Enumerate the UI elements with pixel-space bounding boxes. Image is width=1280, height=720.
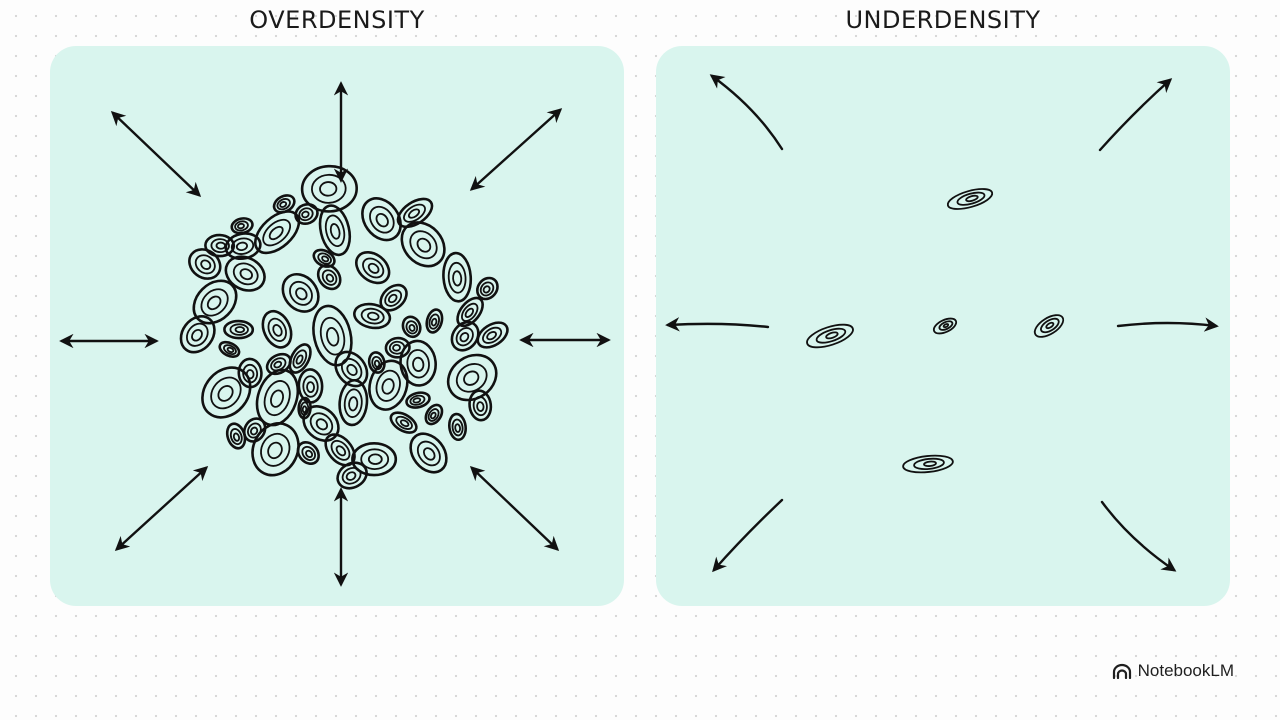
underdensity-diagram — [665, 74, 1219, 573]
underdensity-title: UNDERDENSITY — [845, 6, 1041, 34]
cluster-galaxy — [237, 357, 263, 389]
sparse-galaxy — [946, 188, 994, 210]
expansion-arrow-left — [665, 317, 770, 332]
cluster-galaxy — [448, 412, 467, 442]
expansion-arrow-right — [1116, 317, 1219, 332]
cluster-galaxy — [188, 248, 222, 280]
expansion-arrow-down-right — [1100, 500, 1177, 572]
cluster-galaxy — [336, 461, 368, 490]
cluster-galaxy — [296, 440, 320, 466]
cluster-galaxy — [242, 417, 267, 443]
cluster-galaxy — [468, 389, 493, 422]
cluster-galaxy — [312, 248, 336, 268]
cluster-galaxy — [446, 353, 498, 402]
expansion-arrow-up-right — [1098, 78, 1173, 152]
cluster-galaxy — [401, 315, 422, 339]
cluster-galaxy — [204, 233, 236, 258]
cluster-galaxy — [318, 204, 352, 257]
cluster-galaxy — [316, 263, 342, 291]
sparse-galaxy — [806, 323, 854, 349]
cluster-galaxy — [396, 197, 434, 229]
cluster-galaxy — [456, 296, 484, 328]
cluster-galaxy — [281, 272, 320, 313]
cluster-galaxy — [179, 315, 216, 354]
overdensity-diagram — [59, 81, 611, 587]
cluster-galaxy — [379, 283, 408, 312]
cluster-galaxy — [442, 251, 473, 303]
overdensity-panel — [50, 46, 624, 606]
expansion-arrow-up-right — [469, 108, 563, 191]
cluster-galaxy — [192, 279, 238, 325]
cluster-galaxy — [288, 343, 312, 374]
cluster-galaxy — [409, 432, 448, 474]
expansion-arrow-up-left — [110, 111, 202, 197]
cluster-galaxy — [297, 396, 312, 420]
brand-name: NotebookLM — [1137, 661, 1234, 680]
cluster-galaxy — [312, 304, 353, 367]
underdensity-panel — [656, 46, 1230, 606]
cluster-galaxy — [361, 197, 402, 242]
cluster-galaxy — [230, 217, 254, 235]
cluster-galaxy — [450, 320, 480, 352]
cluster-galaxy — [334, 350, 369, 388]
notebooklm-brand: NotebookLM — [1112, 660, 1234, 682]
cluster-galaxy — [254, 210, 301, 255]
cluster-galaxy — [351, 442, 398, 477]
notebooklm-logo-icon — [1112, 663, 1131, 679]
cluster-galaxy — [201, 366, 252, 419]
sparse-galaxy — [1033, 314, 1065, 338]
cluster-galaxy — [425, 308, 444, 334]
cluster-galaxy — [218, 340, 241, 358]
cluster-galaxy — [297, 368, 324, 404]
expansion-arrow-down-left — [114, 466, 209, 551]
cluster-galaxy — [353, 302, 392, 330]
cluster-galaxy — [384, 336, 411, 359]
galaxy-cluster — [179, 164, 509, 490]
sparse-galaxy — [902, 454, 954, 474]
cluster-galaxy — [367, 351, 386, 374]
cluster-galaxy — [300, 164, 358, 213]
cluster-galaxy — [405, 391, 431, 409]
overdensity-title: OVERDENSITY — [249, 6, 425, 34]
cluster-galaxy — [368, 359, 409, 411]
cluster-galaxy — [265, 352, 292, 376]
cluster-galaxy — [399, 339, 437, 387]
sparse-galaxy — [932, 317, 958, 335]
cluster-galaxy — [261, 309, 293, 349]
expansion-arrow-up-left — [709, 74, 784, 151]
cluster-galaxy — [476, 321, 509, 349]
expansion-arrow-down-left — [712, 498, 784, 573]
cluster-galaxy — [389, 411, 418, 434]
cluster-galaxy — [223, 319, 255, 340]
expansion-arrow-down-right — [469, 466, 560, 551]
cluster-galaxy — [424, 403, 444, 426]
cluster-galaxy — [355, 250, 391, 285]
cluster-galaxy — [224, 255, 266, 292]
cluster-galaxy — [476, 276, 499, 301]
